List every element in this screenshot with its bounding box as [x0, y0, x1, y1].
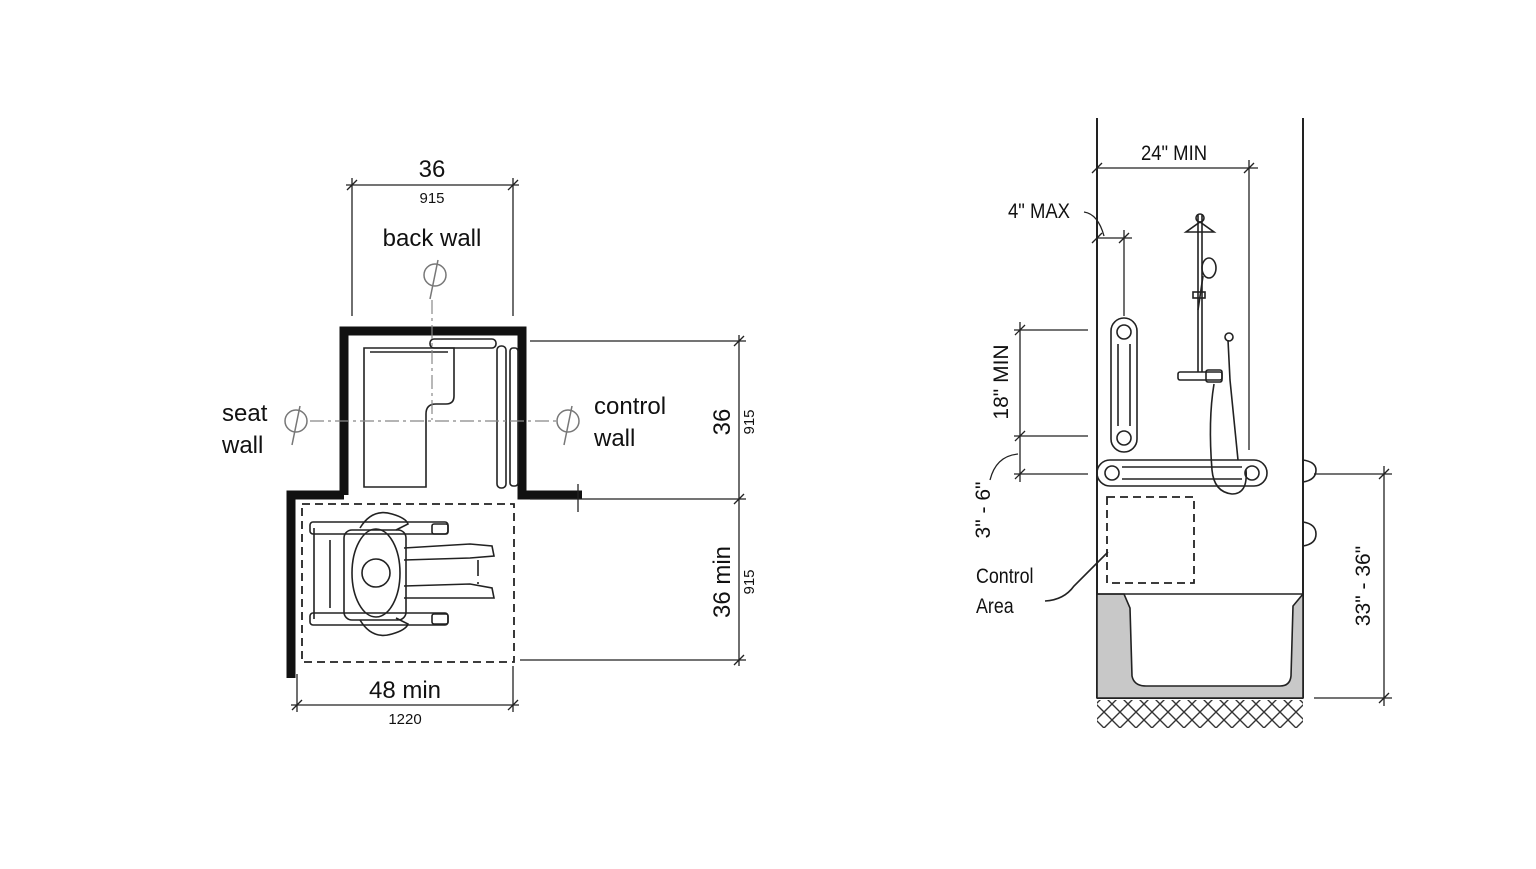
- plan-view: 36 915 back wall seat wall control wall …: [221, 156, 758, 728]
- dim-height-range-text: 33" - 36": [1352, 546, 1375, 626]
- dim-right-depth: [520, 335, 746, 666]
- dim-width-min: [1091, 160, 1258, 450]
- control-area-box: [1106, 496, 1195, 584]
- centerline-symbol-seat: [284, 405, 308, 446]
- dim-clear-width-text: 48 min: [369, 677, 441, 704]
- clear-floor-space: [301, 503, 515, 663]
- dim-clear-width-mm-text: 1220: [388, 711, 421, 728]
- dim-top-width: [346, 178, 519, 316]
- control-area-label-line2: Area: [976, 595, 1014, 619]
- seat-wall-label-line1: seat: [222, 400, 268, 427]
- dim-grab-bar-length-text: 18" MIN: [990, 344, 1013, 419]
- control-area-leader: [1044, 551, 1109, 602]
- vertical-grab-bar-icon: [1110, 317, 1138, 453]
- dim-bottom-width: [291, 666, 519, 712]
- seat-wall-label-line2: wall: [221, 432, 263, 459]
- dim-offset-max-text: 4" MAX: [1008, 200, 1070, 223]
- wheelchair-user-icon: [309, 511, 495, 637]
- horizontal-grab-bar-icon: [1096, 459, 1268, 487]
- control-wall-label-line1: control: [594, 393, 666, 420]
- control-knobs-icon: [1302, 459, 1317, 547]
- dim-height-range: [1314, 466, 1392, 706]
- shower-base: [1096, 591, 1304, 699]
- dim-grab-bar-length: [989, 322, 1088, 482]
- back-wall-label: back wall: [383, 225, 482, 252]
- dim-clear-depth-text: 36 min: [709, 546, 736, 618]
- floor-hatch: [1097, 700, 1303, 728]
- dim-grab-bar-gap-text: 3" - 6": [972, 482, 995, 539]
- shower-walls: [286, 326, 582, 678]
- control-area-label-line1: Control: [976, 565, 1033, 589]
- dim-clear-depth-mm-text: 915: [741, 569, 758, 594]
- centerline-symbol-back: [423, 259, 447, 300]
- dim-depth-text: 36: [709, 409, 736, 436]
- dim-top-width-text: 36: [419, 156, 446, 183]
- elevation-view: Control Area: [972, 118, 1392, 728]
- dim-top-width-mm-text: 915: [419, 190, 444, 207]
- plan-grab-bars: [429, 338, 519, 489]
- centerline-symbol-control: [556, 405, 580, 446]
- control-wall-label-line2: wall: [593, 425, 635, 452]
- dim-width-min-text: 24" MIN: [1141, 142, 1207, 165]
- shower-seat: [363, 347, 455, 488]
- center-lines: [310, 300, 560, 422]
- dim-depth-mm-text: 915: [741, 409, 758, 434]
- shower-fixture-icon: [1177, 213, 1248, 495]
- dim-offset-max: [1083, 211, 1132, 316]
